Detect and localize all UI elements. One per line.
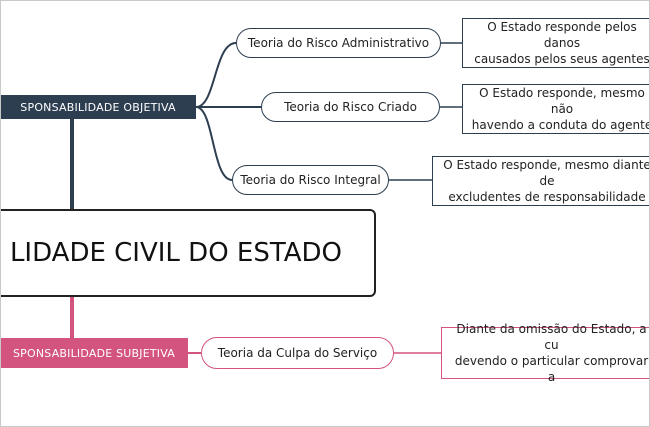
theory-risco-administrativo[interactable]: Teoria do Risco Administrativo (236, 28, 441, 58)
description-line: Diante da omissão do Estado, a cu (456, 322, 647, 352)
description-culpa-do-servico: Diante da omissão do Estado, a cu devend… (441, 322, 650, 384)
connector-objective-theory-1 (195, 42, 237, 108)
description-line: havendo a conduta do agente (471, 118, 650, 132)
theory-label: Teoria da Culpa do Serviço (217, 346, 378, 360)
branch-objetiva-label: SPONSABILIDADE OBJETIVA (20, 100, 176, 114)
description-risco-integral: O Estado responde, mesmo diante de exclu… (432, 156, 650, 206)
theory-label: Teoria do Risco Administrativo (247, 36, 430, 50)
description-risco-criado: O Estado responde, mesmo não havendo a c… (462, 84, 650, 134)
description-line: excludentes de responsabilidade (448, 190, 646, 204)
branch-subjetiva-label: SPONSABILIDADE SUBJETIVA (13, 346, 175, 360)
description-line: O Estado responde pelos danos (487, 20, 637, 50)
theory-risco-integral[interactable]: Teoria do Risco Integral (232, 165, 389, 195)
central-topic[interactable]: LIDADE CIVIL DO ESTADO (0, 209, 376, 297)
connector-objective-theory-3 (195, 106, 233, 181)
description-line: devendo o particular comprovar a (454, 354, 649, 384)
branch-responsabilidade-subjetiva[interactable]: SPONSABILIDADE SUBJETIVA (0, 338, 188, 368)
theory-culpa-do-servico[interactable]: Teoria da Culpa do Serviço (201, 337, 394, 369)
theory-label: Teoria do Risco Criado (284, 100, 417, 114)
description-line: O Estado responde, mesmo não (479, 86, 645, 116)
theory-risco-criado[interactable]: Teoria do Risco Criado (261, 92, 440, 122)
theory-label: Teoria do Risco Integral (240, 173, 381, 187)
description-line: causados pelos seus agentes (474, 52, 650, 66)
branch-responsabilidade-objetiva[interactable]: SPONSABILIDADE OBJETIVA (0, 95, 196, 119)
description-line: O Estado responde, mesmo diante de (443, 158, 650, 188)
central-topic-label: LIDADE CIVIL DO ESTADO (9, 238, 342, 268)
description-risco-administrativo: O Estado responde pelos danos causados p… (462, 18, 650, 68)
